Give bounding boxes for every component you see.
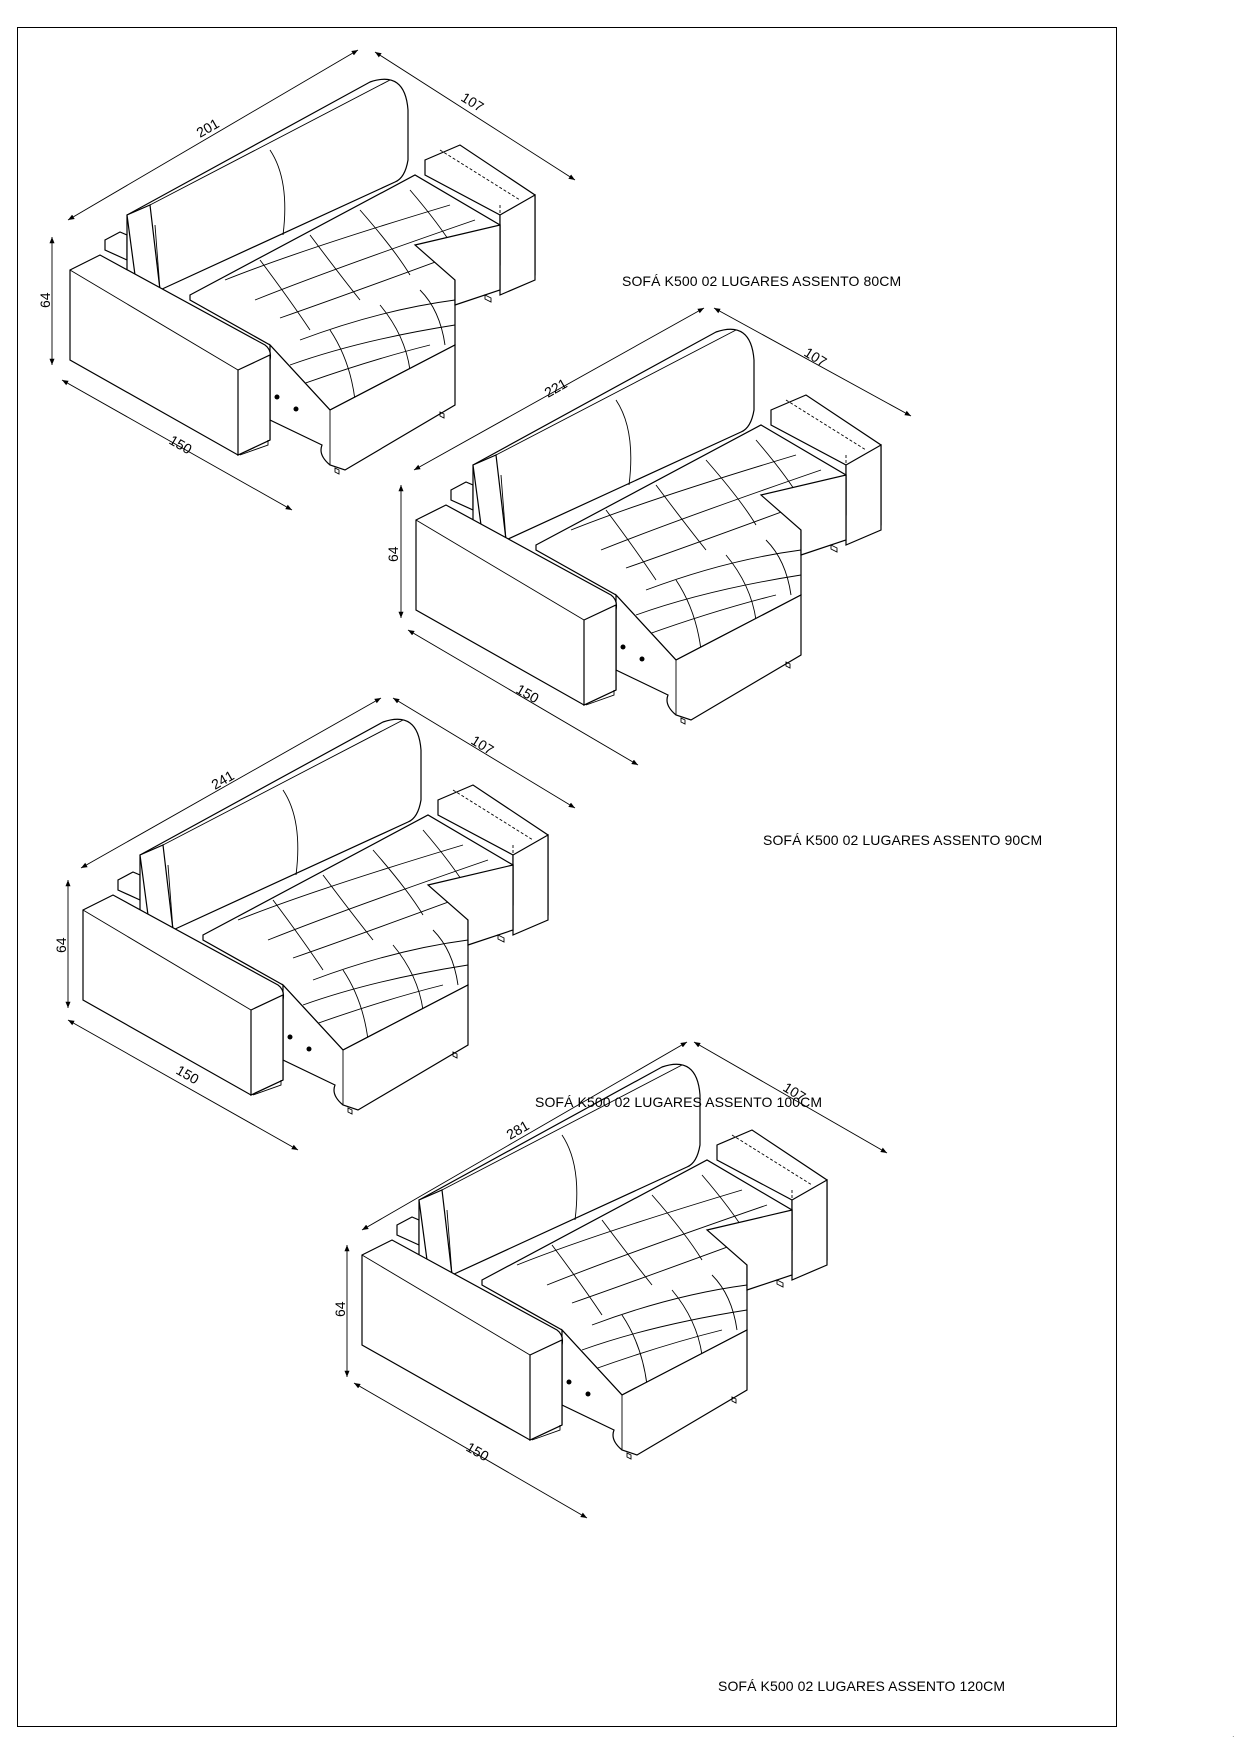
dim-chaise: 150	[514, 681, 542, 707]
caption-sofa-80cm: SOFÁ K500 02 LUGARES ASSENTO 80CM	[622, 273, 902, 289]
sofa-drawing-100cm: 241 107 64 150	[53, 697, 576, 1151]
dim-height: 64	[332, 1301, 348, 1317]
dim-depth: 107	[801, 344, 829, 370]
dim-length: 241	[209, 767, 237, 793]
dim-length: 201	[194, 115, 222, 141]
caption-sofa-120cm: SOFÁ K500 02 LUGARES ASSENTO 120CM	[718, 1678, 1006, 1694]
dim-depth: 107	[458, 89, 486, 115]
sofa-drawing-90cm: 221 107 64 150	[385, 307, 912, 766]
dim-length: 281	[504, 1117, 532, 1143]
dim-chaise: 150	[167, 432, 195, 458]
caption-sofa-100cm: SOFÁ K500 02 LUGARES ASSENTO 100CM	[535, 1094, 823, 1110]
dim-height: 64	[53, 937, 69, 953]
sofa-drawing-80cm: 201 107 64 150	[37, 50, 575, 510]
corner-mark: .	[1232, 1733, 1234, 1739]
dim-chaise: 150	[174, 1062, 202, 1088]
dim-height: 64	[37, 292, 53, 308]
caption-sofa-90cm: SOFÁ K500 02 LUGARES ASSENTO 90CM	[763, 832, 1043, 848]
dim-height: 64	[385, 546, 401, 562]
sofa-drawing-120cm: 281 107 64 150	[332, 1041, 888, 1519]
dim-depth: 107	[468, 732, 496, 758]
